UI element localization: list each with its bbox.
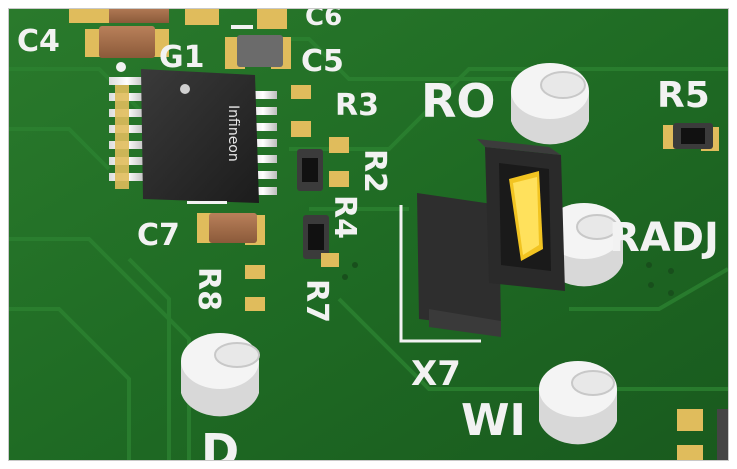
test-point-d: [181, 333, 260, 417]
pad: [245, 297, 265, 311]
silk-label-d: D: [201, 424, 239, 460]
pad: [245, 265, 265, 279]
pad: [329, 171, 349, 187]
silk-label-c4: C4: [17, 24, 60, 59]
pad: [291, 121, 311, 137]
component-c5: [237, 35, 283, 67]
silk-label-r5: R5: [657, 75, 710, 116]
silk-label-c5: C5: [301, 44, 344, 79]
silk-label-x7: X7: [411, 354, 461, 394]
silk-label-radj: RADJ: [609, 215, 719, 261]
chip-pins-left: [109, 77, 145, 189]
pad: [69, 9, 109, 23]
silk-outline-x7: [399, 205, 481, 343]
component-partial: [717, 409, 728, 460]
silk-dot: [116, 62, 126, 72]
pad: [291, 85, 311, 99]
silk-label-r7: R7: [299, 279, 334, 323]
pcb-render-frame: Infineon: [8, 8, 729, 461]
silk-line: [231, 25, 253, 29]
pad: [185, 9, 219, 25]
silk-label-c7: C7: [137, 218, 180, 253]
chip-brand-label: Infineon: [225, 105, 241, 162]
capacitor-body: [109, 9, 169, 23]
silk-label-c6: C6: [305, 9, 342, 32]
silk-label-g1: G1: [159, 40, 205, 75]
test-point-ro: [511, 63, 589, 145]
test-point-radj: [545, 203, 623, 287]
pad: [257, 9, 287, 29]
pad: [321, 253, 339, 267]
chip-g1: [141, 69, 259, 203]
chip-pins-right: [249, 91, 277, 195]
pad: [677, 409, 703, 431]
pad: [329, 137, 349, 153]
jumper-header-x7: [417, 139, 565, 337]
silk-label-wi: WI: [461, 395, 526, 446]
silk-label-r8: R8: [191, 267, 226, 311]
capacitor-c4: [99, 26, 155, 58]
silk-label-r2: R2: [357, 149, 392, 193]
capacitor-c7: [209, 213, 257, 243]
silk-label-r4: R4: [327, 195, 362, 239]
test-point-wi: [539, 361, 617, 445]
silk-label-r3: R3: [335, 88, 379, 123]
silk-line: [187, 201, 227, 204]
vias: [342, 262, 674, 296]
silk-label-ro: RO: [421, 74, 496, 128]
chip-pin1-marker: [180, 84, 190, 94]
pcb-render: Infineon: [9, 9, 728, 460]
pad: [677, 445, 703, 460]
